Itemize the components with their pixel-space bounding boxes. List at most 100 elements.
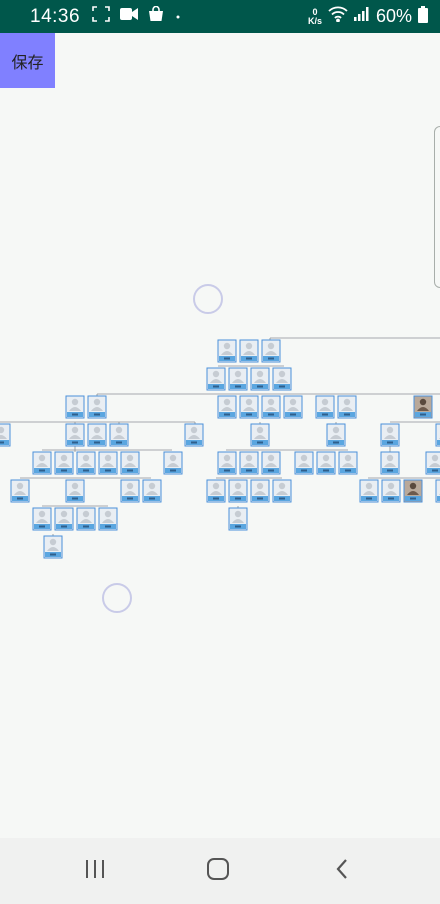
tree-node-frame <box>435 479 440 503</box>
tree-node-label-mark <box>224 413 230 416</box>
person-avatar-icon <box>102 510 114 523</box>
person-avatar-icon <box>124 454 136 467</box>
person-avatar-icon <box>80 454 92 467</box>
floating-circle-handle-bottom[interactable] <box>102 583 132 613</box>
family-tree-graph[interactable] <box>0 33 440 838</box>
floating-circle-handle-top[interactable] <box>193 284 223 314</box>
tree-node[interactable] <box>250 479 270 503</box>
person-avatar-icon <box>385 482 397 495</box>
status-bar: 14:36 0 K/s <box>0 0 440 33</box>
tree-node[interactable] <box>261 339 281 363</box>
tree-node-label-mark <box>246 357 252 360</box>
tree-node[interactable] <box>272 479 292 503</box>
person-avatar-icon <box>14 482 26 495</box>
tree-node[interactable] <box>65 395 85 419</box>
tree-node-label-mark <box>105 525 111 528</box>
person-avatar-icon <box>232 510 244 523</box>
tree-node[interactable] <box>380 451 400 475</box>
family-tree-canvas[interactable] <box>0 33 440 838</box>
tree-node[interactable] <box>425 451 440 475</box>
tree-node[interactable] <box>316 451 336 475</box>
tree-node[interactable] <box>98 507 118 531</box>
person-avatar-icon <box>221 398 233 411</box>
tree-node-label-mark <box>116 441 122 444</box>
tree-node-label-mark <box>224 469 230 472</box>
person-avatar-icon <box>58 510 70 523</box>
tree-node[interactable] <box>65 479 85 503</box>
tree-node-label-mark <box>213 497 219 500</box>
person-avatar-icon <box>319 398 331 411</box>
tree-node-label-mark <box>83 525 89 528</box>
tree-node[interactable] <box>43 535 63 559</box>
tree-node[interactable] <box>228 479 248 503</box>
tree-node[interactable] <box>206 367 226 391</box>
tree-node-label-mark <box>94 441 100 444</box>
tree-node[interactable] <box>32 507 52 531</box>
tree-node[interactable] <box>380 423 400 447</box>
tree-node[interactable] <box>228 367 248 391</box>
tree-node[interactable] <box>0 423 11 447</box>
tree-node-label-mark <box>387 469 393 472</box>
tree-node[interactable] <box>435 423 440 447</box>
tree-node[interactable] <box>359 479 379 503</box>
person-avatar-icon <box>254 370 266 383</box>
tree-node[interactable] <box>239 451 259 475</box>
tree-node[interactable] <box>217 339 237 363</box>
tree-node[interactable] <box>250 367 270 391</box>
tree-node-label-mark <box>432 469 438 472</box>
tree-node[interactable] <box>87 395 107 419</box>
home-button[interactable] <box>178 838 258 904</box>
person-avatar-icon <box>276 482 288 495</box>
tree-node[interactable] <box>239 339 259 363</box>
tree-node[interactable] <box>76 507 96 531</box>
tree-node[interactable] <box>87 423 107 447</box>
tree-node[interactable] <box>283 395 303 419</box>
tree-node[interactable] <box>98 451 118 475</box>
tree-node[interactable] <box>272 367 292 391</box>
tree-node[interactable] <box>403 479 423 503</box>
back-button[interactable] <box>302 838 382 904</box>
person-avatar-icon <box>384 426 396 439</box>
recent-apps-button[interactable] <box>55 838 135 904</box>
tree-node[interactable] <box>65 423 85 447</box>
tree-node[interactable] <box>315 395 335 419</box>
tree-node[interactable] <box>381 479 401 503</box>
tree-node-label-mark <box>323 469 329 472</box>
tree-node-label-mark <box>344 413 350 416</box>
tree-node[interactable] <box>217 395 237 419</box>
person-avatar-icon <box>188 426 200 439</box>
tree-node-label-mark <box>345 469 351 472</box>
tree-node[interactable] <box>54 451 74 475</box>
tree-node[interactable] <box>109 423 129 447</box>
person-avatar-icon <box>91 398 103 411</box>
tree-node[interactable] <box>76 451 96 475</box>
tree-node[interactable] <box>217 451 237 475</box>
tree-node[interactable] <box>120 451 140 475</box>
tree-node[interactable] <box>435 479 440 503</box>
tree-node[interactable] <box>261 451 281 475</box>
tree-node[interactable] <box>206 479 226 503</box>
tree-node[interactable] <box>184 423 204 447</box>
tree-node-label-mark <box>257 497 263 500</box>
tree-node[interactable] <box>32 451 52 475</box>
tree-node[interactable] <box>142 479 162 503</box>
tree-node-label-mark <box>420 413 426 416</box>
tree-node[interactable] <box>54 507 74 531</box>
tree-node[interactable] <box>10 479 30 503</box>
tree-node-frame <box>0 423 11 447</box>
tree-node[interactable] <box>120 479 140 503</box>
tree-node[interactable] <box>239 395 259 419</box>
tree-node[interactable] <box>294 451 314 475</box>
side-drawer-handle[interactable] <box>434 126 440 288</box>
tree-node[interactable] <box>163 451 183 475</box>
tree-node[interactable] <box>261 395 281 419</box>
tree-node[interactable] <box>337 395 357 419</box>
save-button[interactable]: 保存 <box>0 33 55 88</box>
tree-node-label-mark <box>127 497 133 500</box>
tree-node[interactable] <box>250 423 270 447</box>
tree-node[interactable] <box>338 451 358 475</box>
tree-node[interactable] <box>326 423 346 447</box>
tree-node[interactable] <box>228 507 248 531</box>
tree-node[interactable] <box>413 395 433 419</box>
person-avatar-icon <box>221 454 233 467</box>
